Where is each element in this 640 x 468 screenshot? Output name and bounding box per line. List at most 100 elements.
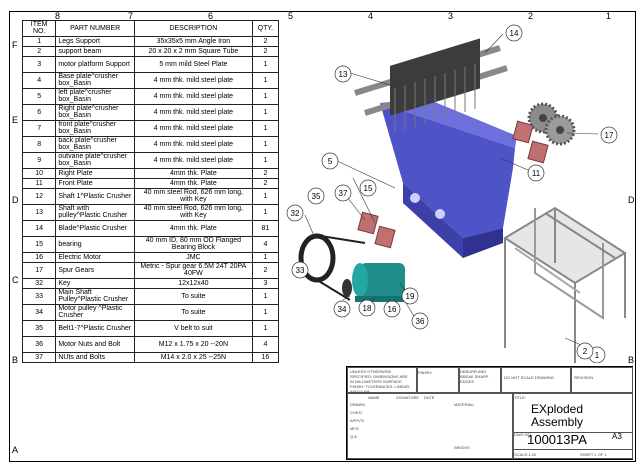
bom-description: 4 mm thk. mild steel plate: [133, 87, 253, 105]
drawing-title: EXploded Assembly: [530, 402, 584, 429]
bom-part-number: Shaft 1^Plastic Crusher: [55, 187, 135, 205]
checked-label: CHK'D: [350, 410, 363, 415]
bom-part-number: outvane plate^crusher box_Basin: [55, 151, 135, 169]
bom-description: 40 mm steel Rod, 626 mm long, with Key: [133, 203, 253, 221]
balloon-number: 36: [416, 317, 425, 326]
bom-part-number: Right plate^crusher box_Basin: [55, 103, 135, 121]
zone-label: E: [12, 115, 19, 125]
bom-description: 40 mm ID, 80 mm OD Flanged Bearing Block: [133, 235, 253, 253]
bom-part-number: Motor Nuts and Bolt: [55, 335, 135, 353]
bom-description: 4 mm thk. mild steel plate: [133, 119, 253, 137]
callout-balloon: 13: [334, 65, 352, 83]
bom-qty: 4: [251, 235, 280, 253]
callout-balloon: 19: [401, 287, 419, 305]
callout-balloon: 14: [505, 24, 523, 42]
callout-balloon: 36: [411, 312, 429, 330]
balloon-circle: [307, 187, 325, 205]
signature-label: SIGNATURE: [396, 395, 420, 400]
spur-gears: [527, 102, 576, 146]
bom-item-no: 32: [21, 277, 57, 289]
bom-part-number: Shaft with pulley^Plastic Crusher: [55, 203, 135, 221]
bom-qty: 1: [251, 135, 280, 153]
bom-item-no: 3: [21, 55, 57, 73]
bom-description: To suite: [133, 287, 253, 305]
balloon-number: 14: [510, 29, 519, 38]
bom-description: To suite: [133, 303, 253, 321]
bom-part-number: Belt1-7^Plastic Crusher: [55, 319, 135, 337]
sheet-border: [9, 11, 636, 462]
zone-label: F: [12, 40, 18, 50]
stand-frame: [503, 206, 627, 363]
qa-label: Q.A: [350, 434, 357, 439]
pulley-belt: [298, 233, 366, 301]
no-scale-note: DO NOT SCALE DRAWING: [504, 375, 555, 380]
bom-item-no: 4: [21, 71, 57, 89]
callout-balloon: 16: [383, 300, 401, 318]
balloon-circle: [334, 184, 352, 202]
balloon-number: 33: [296, 266, 305, 275]
bom-item-no: 35: [21, 319, 57, 337]
bom-qty: 3: [251, 277, 280, 289]
balloon-number: 35: [312, 192, 321, 201]
bom-item-no: 5: [21, 87, 57, 105]
title-label: TITLE:: [514, 395, 527, 400]
callout-balloon: 33: [291, 261, 309, 279]
bom-item-no: 36: [21, 335, 57, 353]
bom-item-no: 7: [21, 119, 57, 137]
bom-item-no: 6: [21, 103, 57, 121]
bom-description: V belt to suit: [133, 319, 253, 337]
material-label: MATERIAL:: [454, 402, 475, 407]
balloon-circle: [576, 342, 594, 360]
bom-qty: 2: [251, 177, 280, 189]
balloon-number: 1: [595, 351, 600, 360]
bom-description: M14 x 2.0 x 25 --25N: [133, 351, 253, 363]
name-label: NAME: [368, 395, 380, 400]
scale-label: SCALE:1:20: [514, 452, 537, 457]
bom-description: 12x12x40: [133, 277, 253, 289]
bom-part-number: Spur Gears: [55, 261, 135, 279]
bom-description: 4mm thk. Plate: [133, 167, 253, 179]
bom-part-number: motor platform Support: [55, 55, 135, 73]
bom-header-description: DESCRIPTION: [133, 20, 253, 37]
bom-part-number: Front Plate: [55, 177, 135, 189]
zone-label: D: [12, 195, 19, 205]
balloon-number: 15: [364, 184, 373, 193]
zone-label: 2: [528, 11, 534, 21]
zone-label: B: [628, 355, 635, 365]
bom-qty: 2: [251, 261, 280, 279]
bom-item-no: 1: [21, 35, 57, 47]
bom-description: 4 mm thk. mild steel plate: [133, 71, 253, 89]
balloon-number: 13: [339, 70, 348, 79]
balloon-number: 11: [532, 169, 541, 178]
bom-item-no: 16: [21, 251, 57, 263]
balloon-number: 34: [338, 305, 347, 314]
dwg-no-label: DWG NO.: [514, 432, 532, 437]
callout-balloon: 11: [527, 164, 545, 182]
bom-description: 5 mm mild Steel Plate: [133, 55, 253, 73]
bom-description: Metric - Spur gear 6.5M 24T 20PA 40FW: [133, 261, 253, 279]
drawn-label: DRAWN: [350, 402, 365, 407]
bom-qty: 1: [251, 119, 280, 137]
tolerance-notes: UNLESS OTHERWISE SPECIFIED: DIMENSIONS A…: [350, 369, 411, 394]
bom-part-number: back plate^crusher box_Basin: [55, 135, 135, 153]
bom-qty: 16: [251, 351, 280, 363]
bom-qty: 1: [251, 251, 280, 263]
bom-part-number: front plate^crusher box_Basin: [55, 119, 135, 137]
bom-item-no: 33: [21, 287, 57, 305]
bom-part-number: support beam: [55, 45, 135, 57]
zone-label: D: [628, 195, 635, 205]
balloon-circle: [321, 152, 339, 170]
bom-qty: 1: [251, 187, 280, 205]
